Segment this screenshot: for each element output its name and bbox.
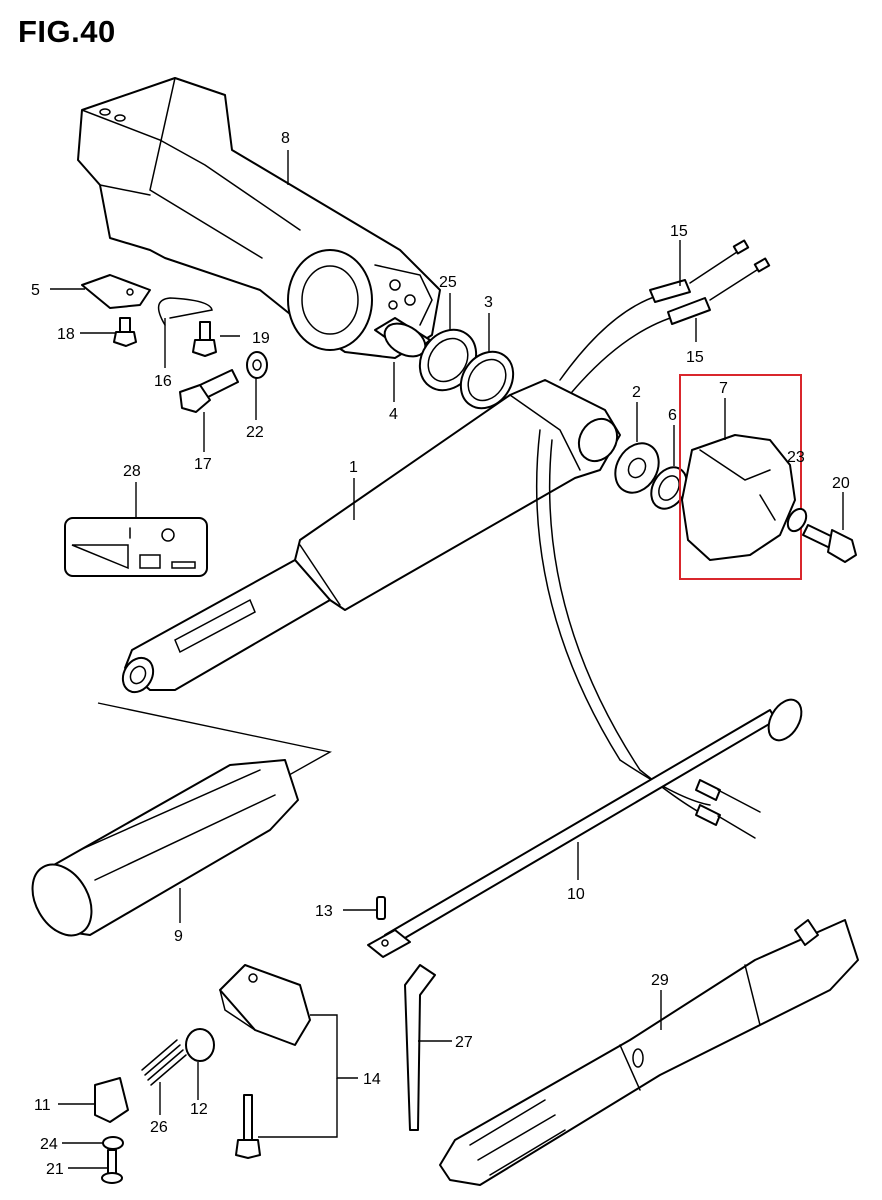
- part-24-washer[interactable]: [102, 1136, 124, 1150]
- callout-9: 9: [174, 928, 183, 945]
- callout-13: 13: [315, 903, 333, 920]
- callout-23: 23: [787, 449, 805, 466]
- callout-numbers: 8 5 18 16 19 22 17 4 25 3 1 28 2 6 7 23 …: [31, 130, 850, 1178]
- callout-19: 19: [252, 330, 270, 347]
- part-28-label[interactable]: [64, 517, 208, 577]
- part-9-grip[interactable]: [20, 702, 332, 946]
- leader-lines: [50, 150, 844, 1169]
- part-15-cables[interactable]: [535, 239, 771, 839]
- callout-15-bottom: 15: [686, 349, 704, 366]
- part-12-collar[interactable]: [185, 1028, 215, 1062]
- callout-24: 24: [40, 1136, 58, 1153]
- part-18-screw[interactable]: [113, 317, 137, 347]
- part-7-grip-cap[interactable]: [679, 374, 802, 580]
- part-27-cable-tie[interactable]: [404, 964, 436, 1131]
- callout-18: 18: [57, 326, 75, 343]
- part-29-extension[interactable]: [439, 919, 859, 1186]
- callout-5: 5: [31, 282, 40, 299]
- callout-6: 6: [668, 407, 677, 424]
- part-14-clamp-block[interactable]: [219, 964, 311, 1159]
- part-13-pin[interactable]: [376, 896, 386, 920]
- highlight-box: [679, 374, 802, 580]
- part-11-knob[interactable]: [94, 1077, 129, 1123]
- callout-12: 12: [190, 1101, 208, 1118]
- part-8-handle-housing[interactable]: [77, 77, 441, 359]
- callout-28: 28: [123, 463, 141, 480]
- part-16-spring-clip[interactable]: [157, 297, 213, 326]
- callout-27: 27: [455, 1034, 473, 1051]
- part-22-washer[interactable]: [246, 351, 268, 379]
- callout-4: 4: [389, 406, 398, 423]
- part-5-plate[interactable]: [81, 274, 151, 309]
- part-17-bolt[interactable]: [179, 369, 239, 413]
- callout-21: 21: [46, 1161, 64, 1178]
- part-10-throttle-shaft[interactable]: [367, 694, 808, 958]
- callout-25: 25: [439, 274, 457, 291]
- callout-17: 17: [194, 456, 212, 473]
- part-26-spring[interactable]: [141, 1039, 187, 1086]
- callout-10: 10: [567, 886, 585, 903]
- callout-26: 26: [150, 1119, 168, 1136]
- part-23-washer[interactable]: [784, 506, 810, 535]
- callout-22: 22: [246, 424, 264, 441]
- part-19-screw[interactable]: [192, 321, 217, 357]
- callout-14: 14: [363, 1071, 381, 1088]
- callout-15-top: 15: [670, 223, 688, 240]
- callout-2: 2: [632, 384, 641, 401]
- part-21-screw[interactable]: [101, 1149, 123, 1184]
- part-2-washer[interactable]: [607, 435, 668, 500]
- callout-16: 16: [154, 373, 172, 390]
- callout-20: 20: [832, 475, 850, 492]
- callout-3: 3: [484, 294, 493, 311]
- callout-11: 11: [34, 1097, 51, 1114]
- callout-8: 8: [281, 130, 290, 147]
- figure-title: FIG.40: [18, 14, 116, 49]
- callout-7: 7: [719, 380, 728, 397]
- part-20-bolt[interactable]: [802, 524, 857, 563]
- part-3-washer[interactable]: [450, 342, 524, 419]
- callout-1: 1: [349, 459, 358, 476]
- callout-29: 29: [651, 972, 669, 989]
